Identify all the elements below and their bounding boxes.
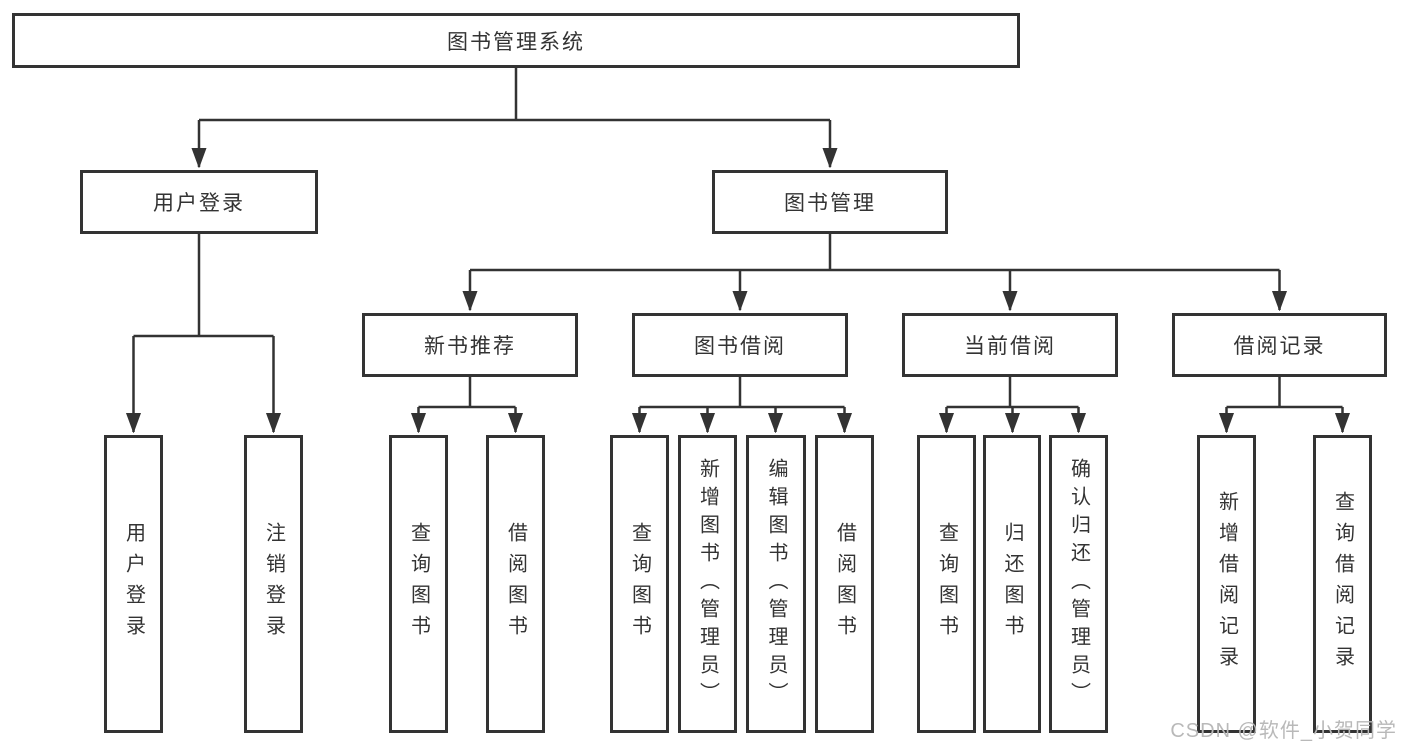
leaf-current-confirm-return-admin: 确认归还（管理员） <box>1049 435 1108 733</box>
node-label: 图书管理 <box>784 192 876 215</box>
node-label: 编辑图书（管理员） <box>765 458 787 710</box>
node-label: 用户登录 <box>153 192 245 215</box>
node-label: 查询图书 <box>628 522 651 646</box>
node-label: 新增借阅记录 <box>1215 491 1238 677</box>
node-label: 借阅图书 <box>833 522 856 646</box>
node-label: 新书推荐 <box>424 335 516 358</box>
node-label: 用户登录 <box>122 522 145 646</box>
leaf-records-add-record: 新增借阅记录 <box>1197 435 1256 733</box>
csdn-watermark: CSDN @软件_小贺同学 <box>1170 720 1397 742</box>
node-label: 借阅记录 <box>1233 335 1326 358</box>
node-label: 确认归还（管理员） <box>1067 458 1090 710</box>
node-new-book-recommend: 新书推荐 <box>362 313 578 377</box>
node-borrow-records: 借阅记录 <box>1172 313 1387 377</box>
node-user-login: 用户登录 <box>80 170 318 234</box>
node-label: 查询图书 <box>407 522 430 646</box>
leaf-borrow-edit-book-admin: 编辑图书（管理员） <box>746 435 806 733</box>
node-book-management-system: 图书管理系统 <box>12 13 1020 68</box>
node-label: 图书管理系统 <box>447 30 585 54</box>
node-book-borrow: 图书借阅 <box>632 313 848 377</box>
node-book-management: 图书管理 <box>712 170 948 234</box>
node-current-borrow: 当前借阅 <box>902 313 1118 377</box>
leaf-logout: 注销登录 <box>244 435 303 733</box>
node-label: 注销登录 <box>262 522 285 646</box>
node-label: 图书借阅 <box>694 335 786 358</box>
node-label: 借阅图书 <box>504 522 527 646</box>
leaf-user-login: 用户登录 <box>104 435 163 733</box>
leaf-borrow-add-book-admin: 新增图书（管理员） <box>678 435 737 733</box>
node-label: 新增图书（管理员） <box>696 458 719 710</box>
leaf-records-query-record: 查询借阅记录 <box>1313 435 1372 733</box>
node-label: 归还图书 <box>1001 522 1023 646</box>
leaf-current-query-book: 查询图书 <box>917 435 976 733</box>
leaf-newbook-query-book: 查询图书 <box>389 435 448 733</box>
leaf-borrow-query-book: 查询图书 <box>610 435 669 733</box>
leaf-borrow-borrow-book: 借阅图书 <box>815 435 874 733</box>
node-label: 查询借阅记录 <box>1331 491 1354 677</box>
leaf-current-return-book: 归还图书 <box>983 435 1041 733</box>
node-label: 查询图书 <box>935 522 958 646</box>
leaf-newbook-borrow-book: 借阅图书 <box>486 435 545 733</box>
node-label: 当前借阅 <box>964 335 1056 358</box>
